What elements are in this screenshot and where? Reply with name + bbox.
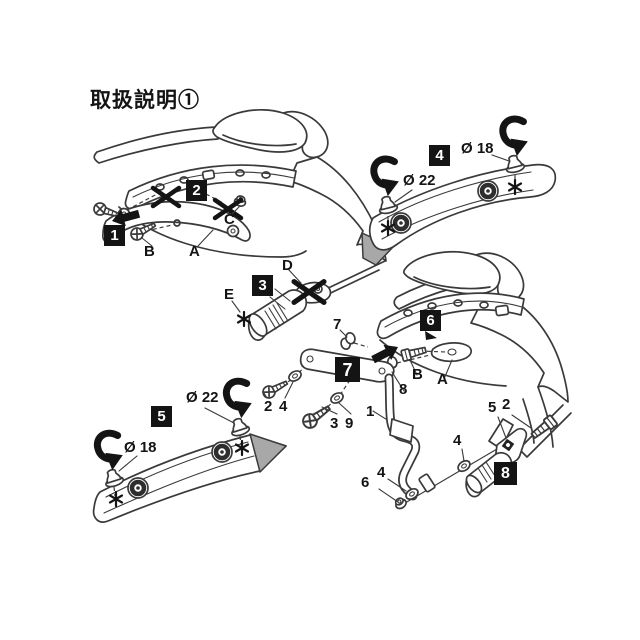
- part-label-3: 3: [330, 415, 339, 432]
- part-label-6: 6: [361, 474, 370, 491]
- bolt-3: [299, 401, 334, 432]
- sissy-bar-lower-mount: [378, 373, 498, 512]
- part-label-D: D: [282, 257, 293, 274]
- cap-22-icon: [227, 415, 252, 439]
- assembly-step3-stay: [231, 260, 386, 341]
- part-label-2: 2: [264, 398, 273, 415]
- grommet-icon: [212, 442, 232, 462]
- part-label-4: 4: [377, 464, 386, 481]
- part-label-A: A: [437, 371, 448, 388]
- step-marker-5: 5: [152, 407, 171, 426]
- part-label-4: 4: [453, 432, 462, 449]
- grommet-icon: [391, 213, 411, 233]
- part-label-A: A: [189, 243, 200, 260]
- part-label-9: 9: [345, 415, 354, 432]
- part-label-Ø 18: Ø 18: [461, 140, 494, 157]
- step-marker-3: 3: [253, 276, 272, 295]
- part-label-Ø 18: Ø 18: [124, 439, 157, 456]
- part-label-4: 4: [279, 398, 288, 415]
- spacer-7: [337, 330, 359, 352]
- step-marker-8: 8: [495, 463, 516, 484]
- part-label-Ø 22: Ø 22: [186, 389, 219, 406]
- press-hook-icon: [96, 432, 124, 472]
- part-label-5: 5: [488, 399, 497, 416]
- grommet-icon: [128, 478, 148, 498]
- part-label-2: 2: [502, 396, 511, 413]
- assembly-step6-7-rear-view: [260, 251, 569, 448]
- assembly-step1-2-rear-view: [91, 109, 387, 262]
- step-marker-1: 1: [105, 226, 124, 245]
- step-marker-7: 7: [336, 358, 359, 381]
- press-hook-icon: [225, 380, 253, 420]
- step-marker-2: 2: [187, 181, 206, 200]
- part-label-7: 7: [333, 316, 342, 333]
- assembly-step5-rail: [94, 380, 287, 523]
- bolt-2: [528, 413, 559, 442]
- part-label-Ø 22: Ø 22: [403, 172, 436, 189]
- part-label-1: 1: [366, 403, 375, 420]
- press-hook-icon: [502, 118, 529, 157]
- assembly-step4-rail: [361, 118, 557, 266]
- part-label-E: E: [224, 286, 235, 303]
- part-label-B: B: [144, 243, 155, 260]
- step-marker-6: 6: [421, 311, 440, 330]
- grommet-icon: [478, 181, 498, 201]
- nut-6: [392, 495, 409, 512]
- step-marker-4: 4: [430, 146, 449, 165]
- part-label-C: C: [224, 211, 235, 228]
- part-label-B: B: [412, 366, 423, 383]
- press-hook-icon: [373, 158, 400, 197]
- washer-9: [328, 390, 346, 406]
- page-title: 取扱説明①: [90, 89, 200, 112]
- part-label-8: 8: [399, 381, 408, 398]
